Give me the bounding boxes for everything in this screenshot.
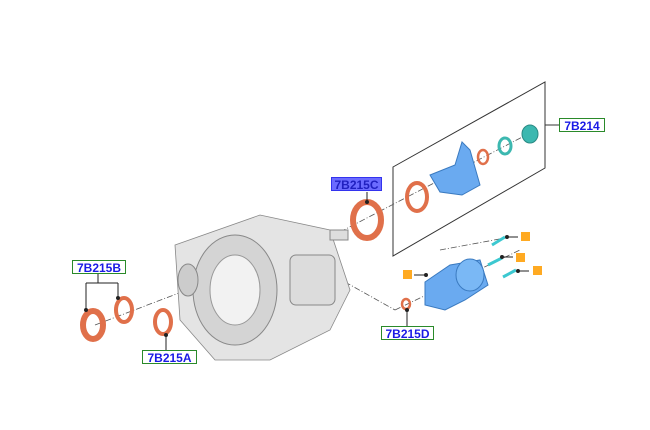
callout-7B215A[interactable]: 7B215A bbox=[142, 350, 197, 365]
oring-kit bbox=[476, 148, 490, 166]
teal-nut bbox=[521, 124, 539, 144]
seal-7B215D bbox=[400, 297, 412, 311]
seal-kit-large bbox=[405, 181, 429, 213]
actuator-motor bbox=[424, 258, 489, 311]
blue-flange bbox=[429, 141, 481, 196]
transfer-case-housing bbox=[174, 214, 351, 361]
callout-7B214[interactable]: 7B214 bbox=[559, 118, 605, 133]
seal-7B215C bbox=[350, 199, 384, 241]
bolts bbox=[487, 235, 517, 279]
kit-box-outline bbox=[392, 81, 546, 257]
callout-7B215D[interactable]: 7B215D bbox=[381, 326, 434, 341]
teal-ring bbox=[497, 136, 513, 156]
marker-leaders bbox=[84, 192, 529, 350]
seal-7B215B-inner bbox=[114, 296, 134, 324]
callout-7B215C[interactable]: 7B215C bbox=[331, 177, 382, 192]
seal-7B215A bbox=[153, 308, 173, 336]
marker-squares bbox=[403, 232, 542, 279]
callout-7B215B[interactable]: 7B215B bbox=[72, 260, 126, 275]
seal-7B215B-outer bbox=[80, 308, 106, 342]
